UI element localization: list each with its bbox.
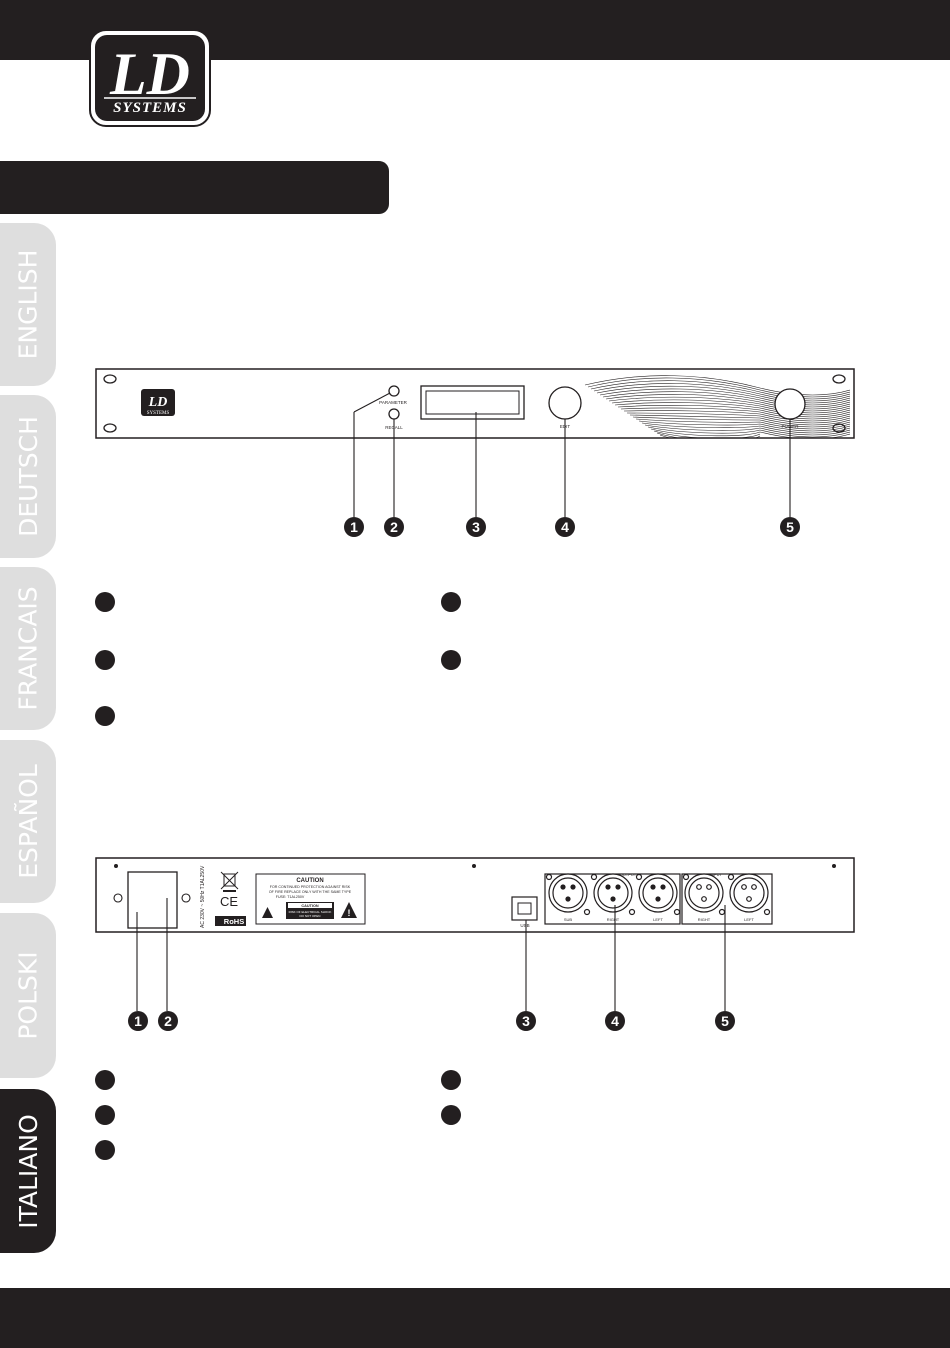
rack-hole <box>103 423 117 433</box>
rear-callout-1 <box>128 1011 148 1031</box>
front-callout-1 <box>344 517 364 537</box>
front-wave-graphic <box>584 375 850 438</box>
rear-panel-diagram: AC 230V ~ 50Hz T1AL250V CE RoHS CAUTION … <box>95 857 855 1031</box>
xlr-input-right <box>682 873 726 916</box>
ld-systems-logo: LD SYSTEMS <box>88 28 212 128</box>
rack-hole <box>103 374 117 384</box>
xlr-output-left <box>635 873 681 916</box>
front-legend-dot-1 <box>95 592 115 612</box>
svg-text:RIGHT: RIGHT <box>698 917 711 922</box>
section-title-bar <box>0 161 389 214</box>
svg-text:4: 4 <box>561 519 569 535</box>
svg-text:LEFT: LEFT <box>653 917 663 922</box>
svg-text:RISK OF ELECTRICAL SHOCK: RISK OF ELECTRICAL SHOCK <box>289 910 332 914</box>
rear-legend-dot-1 <box>95 1070 115 1090</box>
svg-text:CAUTION: CAUTION <box>301 904 319 908</box>
front-callout-4 <box>555 517 575 537</box>
svg-text:FOR CONTINUED PROTECTION AGAIN: FOR CONTINUED PROTECTION AGAINST RISK <box>270 885 351 889</box>
svg-text:SUB: SUB <box>564 917 573 922</box>
svg-text:RIGHT: RIGHT <box>607 917 620 922</box>
ce-mark: CE <box>220 894 238 909</box>
svg-text:USB: USB <box>520 923 529 928</box>
rear-callout-3 <box>516 1011 536 1031</box>
rohs-badge <box>215 916 246 926</box>
parameter-knob <box>388 385 400 397</box>
rear-callout-5 <box>715 1011 735 1031</box>
svg-text:LD: LD <box>148 395 168 410</box>
svg-text:2: 2 <box>164 1013 172 1029</box>
svg-text:5: 5 <box>721 1013 729 1029</box>
svg-text:RoHS: RoHS <box>224 917 244 926</box>
xlr-input-left <box>727 873 771 916</box>
logo-text-bottom: SYSTEMS <box>113 100 187 116</box>
front-legend-dot-3 <box>95 706 115 726</box>
svg-text:CAUTION: CAUTION <box>296 878 323 884</box>
rear-legend-dot-2 <box>95 1105 115 1125</box>
svg-text:OUTPUT: OUTPUT <box>620 872 637 877</box>
svg-text:OF FIRE REPLACE ONLY WITH THE: OF FIRE REPLACE ONLY WITH THE SAME TYPE <box>269 890 352 894</box>
weee-icon <box>220 871 239 892</box>
svg-text:FUSE: T1AL250V: FUSE: T1AL250V <box>276 895 305 899</box>
svg-text:5: 5 <box>786 519 794 535</box>
tab-francais[interactable]: FRANCAIS <box>0 567 56 730</box>
voltage-label: AC 230V ~ 50Hz T1AL250V <box>200 865 206 928</box>
rear-legend-dot-4 <box>441 1070 461 1090</box>
tab-italiano[interactable]: ITALIANO <box>0 1089 56 1253</box>
tab-polski[interactable]: POLSKI <box>0 913 56 1078</box>
front-panel-diagram: LD SYSTEMS PARAMETER RECALL EDIT <box>95 368 855 537</box>
front-callout-3 <box>466 517 486 537</box>
xlr-output-sub <box>545 873 591 916</box>
rear-callout-4 <box>605 1011 625 1031</box>
logo-text-top: LD <box>109 41 190 107</box>
svg-text:3: 3 <box>472 519 480 535</box>
rack-hole <box>832 374 846 384</box>
svg-text:2: 2 <box>390 519 398 535</box>
tab-deutsch[interactable]: DEUTSCH <box>0 395 56 558</box>
xlr-output-right <box>590 873 636 916</box>
rear-legend-dot-5 <box>441 1105 461 1125</box>
svg-text:4: 4 <box>611 1013 619 1029</box>
tab-espanol[interactable]: ESPAÑOL <box>0 740 56 903</box>
svg-text:LEFT: LEFT <box>744 917 754 922</box>
svg-text:INPUT: INPUT <box>710 872 723 877</box>
power-inlet <box>127 871 178 929</box>
front-legend-dot-2 <box>95 650 115 670</box>
rear-callout-2 <box>158 1011 178 1031</box>
rear-legend-dot-3 <box>95 1140 115 1160</box>
parameter-label: PARAMETER <box>379 400 407 405</box>
exclamation-warning-icon <box>341 902 357 918</box>
svg-text:!: ! <box>348 908 351 918</box>
svg-text:1: 1 <box>350 519 358 535</box>
svg-text:1: 1 <box>134 1013 142 1029</box>
front-legend-dot-4 <box>441 592 461 612</box>
front-legend-dot-5 <box>441 650 461 670</box>
tab-english[interactable]: ENGLISH <box>0 223 56 386</box>
svg-text:DO NOT OPEN: DO NOT OPEN <box>300 914 321 918</box>
tab-italiano-label: ITALIANO <box>13 1113 43 1229</box>
svg-text:3: 3 <box>522 1013 530 1029</box>
lightning-warning-icon <box>262 907 273 918</box>
svg-text:SYSTEMS: SYSTEMS <box>147 411 170 416</box>
front-callout-5 <box>780 517 800 537</box>
front-small-logo <box>141 389 175 416</box>
front-callout-2 <box>384 517 404 537</box>
bottom-bar <box>0 1288 950 1348</box>
usb-port <box>511 896 538 921</box>
